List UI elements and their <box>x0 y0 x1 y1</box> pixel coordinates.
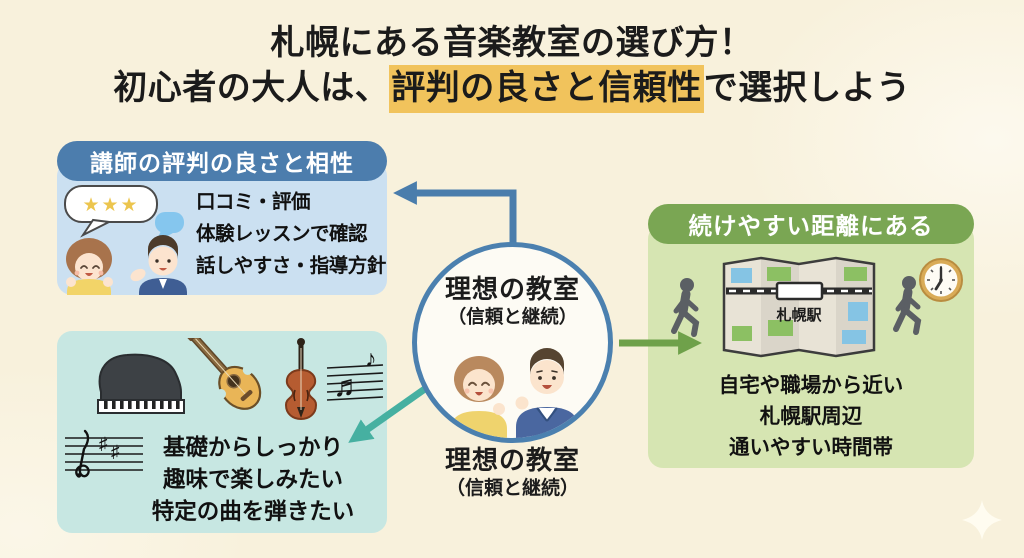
teacher-point-1: 口コミ・評価 <box>196 191 311 213</box>
learning-purpose-box: ♬ ♪ ♯ ♯ 基礎からしっかり 趣味で楽しみたい 特定の曲を弾きたい <box>57 331 387 533</box>
purpose-box-text: 基礎からしっかり 趣味で楽しみたい 特定の曲を弾きたい <box>127 432 379 529</box>
teacher-box-body <box>57 161 387 295</box>
walking-person-icon <box>896 276 918 332</box>
purpose-point-2: 趣味で楽しみたい <box>162 467 343 493</box>
music-staff-notes-icon: ♬ ♪ <box>326 345 384 403</box>
star-rating-icon: ★★★ <box>82 195 139 216</box>
woman-illustration <box>450 356 507 438</box>
walking-person-icon <box>674 278 696 334</box>
instruments-illustration: ♬ ♪ <box>97 338 384 421</box>
distance-box-text: 自宅や職場から近い 札幌駅周辺 通いやすい時間帯 <box>648 371 974 463</box>
teacher-point-2: 体験レッスンで確認 <box>196 222 368 245</box>
teacher-box-header: 講師の評判の良さと相性 <box>57 141 387 181</box>
arrow-to-teacher-box <box>393 181 517 246</box>
sharp-icon: ♯ <box>99 434 108 453</box>
caption-title: 理想の教室 <box>444 445 580 475</box>
station-map-illustration: 札幌駅 <box>654 256 963 358</box>
guitar-icon <box>182 338 262 410</box>
sparkle-icon <box>962 500 1002 540</box>
beamed-notes-icon: ♬ <box>333 370 363 403</box>
teacher-reputation-box: 講師の評判の良さと相性 ★★★ <box>57 141 387 295</box>
ideal-classroom-circle: 理想の教室 （信頼と継続） <box>412 242 613 443</box>
circle-title: 理想の教室 <box>444 274 580 304</box>
page-title: 札幌にある音楽教室の選び方！ 初心者の大人は、評判の良さと信頼性で選択しよう <box>0 21 1024 114</box>
title-highlight: 評判の良さと信頼性 <box>389 65 704 114</box>
station-label: 札幌駅 <box>775 306 822 324</box>
distance-box: 続けやすい距離にある <box>648 204 974 468</box>
teacher-point-3: 話しやすさ・指導方針 <box>196 254 386 277</box>
distance-point-2: 札幌駅周辺 <box>759 404 863 428</box>
review-bubble-icon: ★★★ <box>64 185 158 238</box>
student-woman-illustration <box>66 238 113 295</box>
purpose-point-3: 特定の曲を弾きたい <box>151 499 355 525</box>
title-line-1: 札幌にある音楽教室の選び方！ <box>270 24 754 62</box>
circle-caption: 理想の教室 （信頼と継続） <box>412 445 613 501</box>
map-icon: 札幌駅 <box>722 256 876 358</box>
teacher-consultation-illustration: ★★★ <box>64 185 187 295</box>
railway-line <box>726 281 872 301</box>
teacher-box-text: 口コミ・評価 体験レッスンで確認 話しやすさ・指導方針 <box>196 187 386 282</box>
teacher-man-illustration <box>130 235 187 295</box>
caption-subtitle: （信頼と継続） <box>445 478 579 500</box>
treble-clef-icon <box>75 429 90 478</box>
title-line-2: 初心者の大人は、評判の良さと信頼性で選択しよう <box>0 65 1024 114</box>
distance-point-3: 通いやすい時間帯 <box>729 435 893 459</box>
circle-subtitle: （信頼と継続） <box>447 306 578 327</box>
purpose-point-1: 基礎からしっかり <box>162 435 343 460</box>
map-patches <box>731 267 868 344</box>
eighth-note-icon: ♪ <box>365 345 377 371</box>
treble-clef-staff-illustration: ♯ ♯ <box>65 429 143 478</box>
clock-icon <box>919 258 963 302</box>
violin-icon <box>284 338 318 421</box>
distance-box-header: 続けやすい距離にある <box>648 204 974 244</box>
sharp-icon: ♯ <box>111 442 120 461</box>
distance-point-1: 自宅や職場から近い <box>718 374 904 397</box>
piano-icon <box>97 353 185 414</box>
man-illustration <box>515 348 578 438</box>
happy-couple-illustration <box>450 348 578 438</box>
station-marker <box>775 281 824 301</box>
